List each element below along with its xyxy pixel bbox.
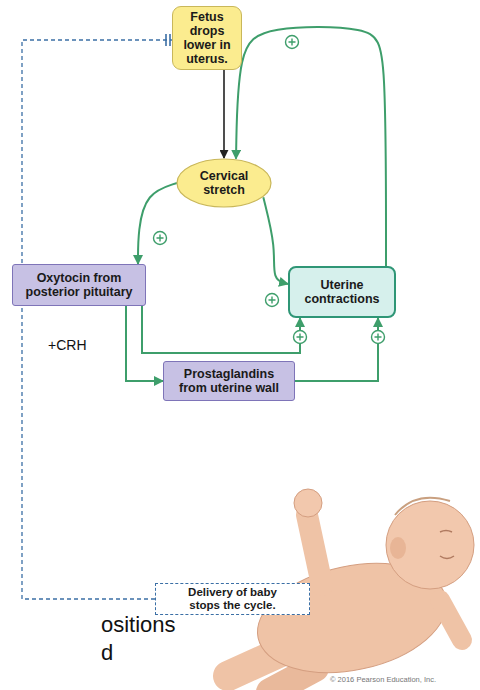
positive-sign [266,294,279,307]
node-text: Uterine contractions [296,278,388,306]
positive-sign-circle [286,36,299,49]
stimulus-ellipse: Cervical stretch [176,158,272,208]
baby-face [440,531,454,559]
positive-sign [286,36,299,49]
cropped-slide-text: ositions [101,612,176,638]
positive-sign-circle [372,331,385,344]
positive-sign-cross [375,334,382,341]
baby-ear [390,537,406,559]
positive-sign [372,331,385,344]
positive-sign-circle [154,232,167,245]
positive-sign-circle [294,331,307,344]
baby-fist [294,489,322,517]
positive-sign-cross [157,235,164,242]
hormone-box: Oxytocin from posterior pituitary [12,264,146,306]
cropped-slide-text: d [101,640,113,666]
hormone-box: Prostaglandins from uterine wall [163,361,295,401]
event-box: Fetus drops lower in uterus. [172,6,242,70]
node-text: Fetus drops lower in uterus. [177,10,237,66]
feedback-arrow [223,70,225,158]
baby-hair [395,498,450,515]
positive-sign-symbols [154,36,299,307]
positive-sign-cross [269,297,276,304]
stop-box: Delivery of baby stops the cycle. [155,583,310,615]
positive-sign-circle [266,294,279,307]
feedback-arrow [295,318,378,381]
positive-sign-cross [289,39,296,46]
copyright-notice: © 2016 Pearson Education, Inc. [330,675,436,684]
feedback-arrow [142,306,300,353]
response-box: Uterine contractions [288,266,396,318]
baby-arm [440,600,462,640]
positive-sign [154,232,167,245]
node-text: Prostaglandins from uterine wall [170,367,288,395]
positive-sign-cross [297,334,304,341]
positive-sign [294,331,307,344]
feedback-arrow [236,27,386,266]
node-text: Cervical stretch [190,169,258,197]
baby-arm [307,515,322,585]
feedback-arrow [126,306,163,381]
feedback-arrow [263,197,288,284]
node-text: Delivery of baby stops the cycle. [178,586,287,612]
node-text: Oxytocin from posterior pituitary [19,271,139,299]
baby-head [386,501,474,589]
feedback-arrow [22,40,172,599]
edge-label: +CRH [48,337,87,353]
positive-sign-symbols [294,331,385,344]
ellipse-shape [177,159,271,207]
feedback-arrow [138,183,177,264]
